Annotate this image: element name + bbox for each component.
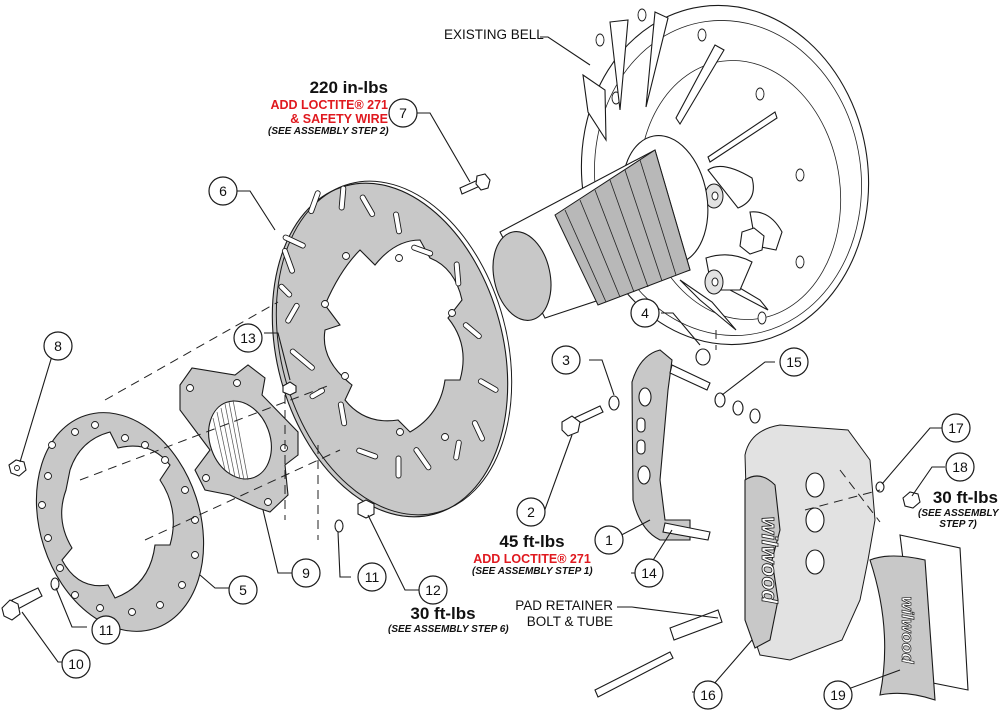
callout-10: 10 <box>61 649 91 679</box>
assembly-step-note-line1: (SEE ASSEMBLY <box>918 508 999 519</box>
svg-text:15: 15 <box>786 354 802 370</box>
callout-15: 15 <box>779 347 809 377</box>
svg-text:3: 3 <box>562 352 570 368</box>
torque-spec-30-step7: 30 ft-lbs (SEE ASSEMBLY STEP 7) <box>918 488 999 530</box>
splined-hub-adapter <box>179 364 299 513</box>
callout-9: 9 <box>291 558 321 588</box>
callout-11a: 11 <box>91 615 121 645</box>
torque-spec-30-step6: 30 ft-lbs (SEE ASSEMBLY STEP 6) <box>388 604 509 635</box>
alignment-lines <box>79 301 881 541</box>
assembly-step-note: (SEE ASSEMBLY STEP 6) <box>388 624 509 635</box>
callout-6: 6 <box>208 176 238 206</box>
callout-5: 5 <box>228 575 258 605</box>
svg-text:16: 16 <box>700 687 716 703</box>
svg-text:14: 14 <box>641 565 657 581</box>
callout-7: 7 <box>388 98 418 128</box>
callout-13: 13 <box>233 323 263 353</box>
assembly-step-note-line2: STEP 7) <box>939 519 977 530</box>
pad-retainer-line2: BOLT & TUBE <box>526 614 613 629</box>
loctite-note: ADD LOCTITE® 271 <box>473 552 591 566</box>
brake-rotor <box>271 180 513 518</box>
svg-text:12: 12 <box>425 582 441 598</box>
callout-3: 3 <box>551 345 581 375</box>
svg-text:11: 11 <box>99 622 114 638</box>
callout-17: 17 <box>941 413 971 443</box>
callout-14: 14 <box>634 558 664 588</box>
svg-text:9: 9 <box>302 565 310 581</box>
splined-shaft <box>492 135 709 321</box>
svg-text:13: 13 <box>240 330 256 346</box>
assembly-step-note: (SEE ASSEMBLY STEP 1) <box>472 566 593 577</box>
svg-text:1: 1 <box>605 532 613 548</box>
torque-value: 30 ft-lbs <box>410 604 476 623</box>
callout-1: 1 <box>594 525 624 555</box>
callout-2: 2 <box>516 497 546 527</box>
loctite-note: ADD LOCTITE® 271 <box>270 98 388 112</box>
brake-caliper: wilwood <box>744 424 876 661</box>
callout-12: 12 <box>418 575 448 605</box>
svg-text:7: 7 <box>399 105 407 121</box>
torque-value: 45 ft-lbs <box>499 532 565 551</box>
svg-text:6: 6 <box>219 183 227 199</box>
caliper-brand-logo: wilwood <box>757 517 782 604</box>
svg-text:4: 4 <box>641 305 649 321</box>
svg-text:5: 5 <box>239 582 247 598</box>
existing-bell-label: EXISTING BELL <box>444 27 544 42</box>
svg-text:11: 11 <box>365 569 380 585</box>
torque-spec-220: 220 in-lbs ADD LOCTITE® 271 & SAFETY WIR… <box>268 78 389 137</box>
brake-pad: wilwood <box>869 534 969 701</box>
svg-text:2: 2 <box>527 504 535 520</box>
rotor-adapter-ring <box>35 412 205 632</box>
svg-text:19: 19 <box>830 687 846 703</box>
assembly-step-note: (SEE ASSEMBLY STEP 2) <box>268 126 389 137</box>
svg-text:8: 8 <box>54 338 62 354</box>
torque-value: 30 ft-lbs <box>932 488 998 507</box>
callout-11b: 11 <box>357 562 387 592</box>
svg-text:17: 17 <box>948 420 964 436</box>
pad-retainer-line1: PAD RETAINER <box>515 598 613 613</box>
callout-8: 8 <box>43 331 73 361</box>
callout-4: 4 <box>630 298 660 328</box>
pad-brand-logo: wilwood <box>898 596 917 664</box>
safety-wire-note: & SAFETY WIRE <box>290 112 388 126</box>
svg-text:18: 18 <box>952 459 968 475</box>
torque-spec-45: 45 ft-lbs ADD LOCTITE® 271 (SEE ASSEMBLY… <box>472 532 593 577</box>
caliper-bracket <box>631 349 711 541</box>
svg-text:10: 10 <box>68 656 84 672</box>
callout-18: 18 <box>945 452 975 482</box>
callout-16: 16 <box>693 680 723 710</box>
callout-19: 19 <box>823 680 853 710</box>
pad-retainer-label: PAD RETAINER BOLT & TUBE <box>500 598 613 630</box>
fasteners <box>1 173 921 698</box>
torque-value: 220 in-lbs <box>309 78 388 97</box>
